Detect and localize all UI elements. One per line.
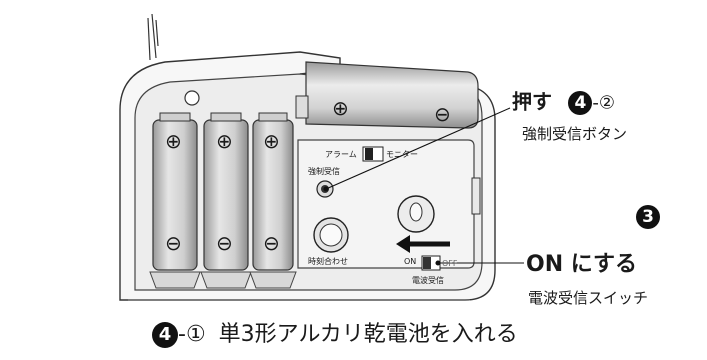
radio-switch-name: 電波受信スイッチ [528, 289, 649, 307]
step-4-badge-bottom: 4 [152, 322, 178, 348]
push-callout: 押す 4-② [512, 91, 615, 115]
slide-direction-arrow [396, 235, 450, 253]
battery-springs [149, 271, 297, 289]
strap-lines [147, 13, 159, 61]
plus-symbol-middle: ⊕ [216, 129, 233, 153]
force-receive-button-name: 強制受信ボタン [522, 125, 628, 143]
knob [397, 195, 435, 233]
minus-symbol-middle: ⊖ [216, 231, 233, 255]
step-3-badge: 3 [636, 205, 660, 229]
plus-symbol-right: ⊕ [263, 129, 280, 153]
off-label: OFF [442, 259, 458, 268]
leader-lines [323, 107, 524, 266]
minus-symbol-right: ⊖ [263, 231, 280, 255]
step-4-1-sub: -① [178, 322, 206, 347]
battery-right [252, 112, 294, 271]
mounting-hole [184, 90, 200, 106]
insert-batteries-callout: 4-① 単3形アルカリ乾電池を入れる [152, 322, 518, 348]
push-text: 押す [512, 89, 552, 114]
radio-receive-label: 電波受信 [412, 276, 444, 285]
insert-batteries-text: 単3形アルカリ乾電池を入れる [218, 322, 518, 347]
time-set-dial [313, 217, 349, 253]
step-4-2-sub: -② [592, 92, 615, 114]
switch-on-text: ON にする [526, 252, 637, 277]
minus-symbol-left: ⊖ [165, 231, 182, 255]
force-receive-label: 強制受信 [308, 167, 340, 176]
battery-left [152, 112, 198, 271]
side-tab [471, 177, 481, 215]
step-4-badge: 4 [568, 91, 593, 115]
alarm-label: アラーム [325, 150, 357, 159]
battery-middle [203, 112, 249, 271]
battery-horizontal [295, 61, 479, 129]
plus-symbol-left: ⊕ [165, 129, 182, 153]
minus-symbol-horizontal: ⊖ [434, 102, 451, 126]
plus-symbol-horizontal: ⊕ [332, 96, 349, 120]
time-set-label: 時刻合わせ [308, 257, 348, 266]
alarm-monitor-switch [362, 146, 384, 162]
monitor-label: モニター [386, 150, 418, 159]
on-label: ON [404, 257, 417, 266]
